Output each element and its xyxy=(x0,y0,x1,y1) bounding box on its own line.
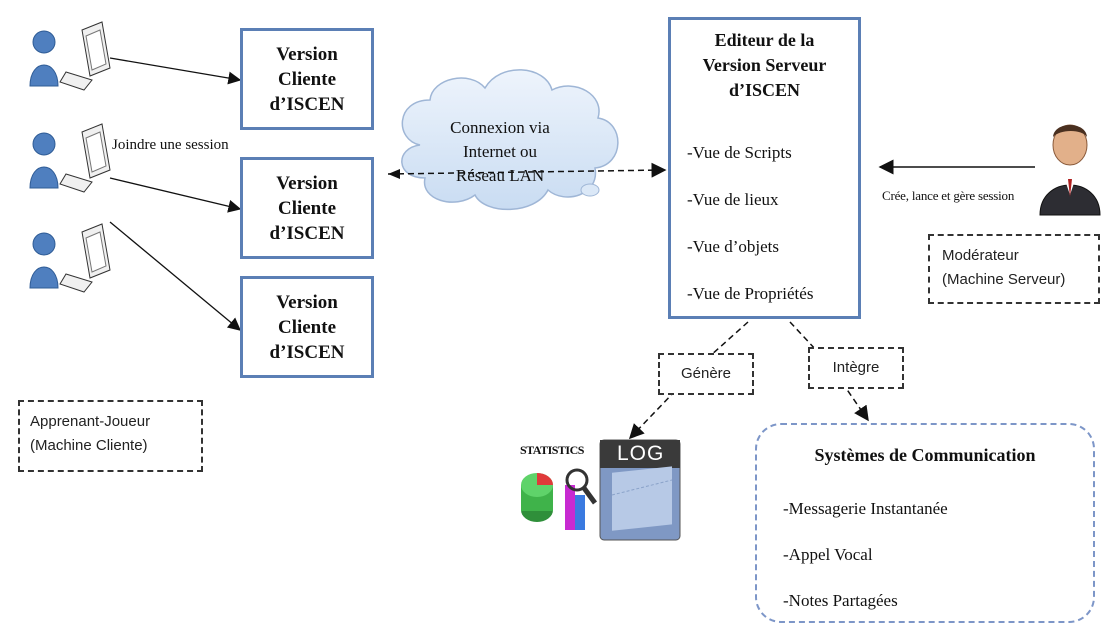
client-box-line1: Version xyxy=(276,291,338,313)
comm-item-shared-notes: -Notes Partagées xyxy=(783,591,898,610)
cloud-shape xyxy=(401,69,619,211)
learner-label-line2: (Machine Cliente) xyxy=(30,437,148,454)
server-view-objects: -Vue d’objets xyxy=(687,237,779,256)
communication-systems-box: Systèmes de Communication -Messagerie In… xyxy=(755,423,1095,623)
client-box-line1: Version xyxy=(276,172,338,194)
client-box-line3: d’ISCEN xyxy=(269,341,345,363)
client-box-line2: Cliente xyxy=(277,316,337,338)
client-box-line2: Cliente xyxy=(277,197,337,219)
server-title-line2: Version Serveur xyxy=(702,55,827,75)
cloud-line2: Internet ou xyxy=(462,142,538,161)
edge-network xyxy=(387,162,667,178)
moderator-action-label: Crée, lance et gère session xyxy=(882,188,1015,203)
learner-label-box: Apprenant-Joueur (Machine Cliente) xyxy=(18,400,203,472)
moderator-label-line2: (Machine Serveur) xyxy=(942,271,1066,288)
integrates-label: Intègre xyxy=(808,347,904,389)
edge-client1 xyxy=(109,57,242,85)
client-version-box-3: Version Cliente d’ISCEN xyxy=(240,276,374,378)
statistics-icon xyxy=(521,468,598,530)
client-box-line1: Version xyxy=(276,43,338,65)
communication-title: Systèmes de Communication xyxy=(814,445,1036,465)
moderator-icon xyxy=(1039,124,1101,216)
cloud-line3: Réseau LAN xyxy=(455,166,545,185)
log-icon xyxy=(599,439,681,541)
server-view-properties: -Vue de Propriétés xyxy=(687,284,814,303)
comm-item-instant-messaging: -Messagerie Instantanée xyxy=(783,499,948,518)
server-editor-box: Editeur de la Version Serveur d’ISCEN -V… xyxy=(668,17,861,319)
user-computer-icon-3 xyxy=(29,223,111,293)
cloud-label: Connexion via Internet ou Réseau LAN xyxy=(420,116,580,188)
server-title-line3: d’ISCEN xyxy=(728,80,801,100)
edge-client2 xyxy=(109,177,242,213)
client-version-box-1: Version Cliente d’ISCEN xyxy=(240,28,374,130)
edge-client3 xyxy=(109,221,241,331)
client-box-line2: Cliente xyxy=(277,68,337,90)
moderator-label-box: Modérateur (Machine Serveur) xyxy=(928,234,1100,304)
moderator-label-line1: Modérateur xyxy=(942,247,1019,264)
server-title-line1: Editeur de la xyxy=(714,30,815,50)
join-session-label: Joindre une session xyxy=(112,137,229,153)
server-view-places: -Vue de lieux xyxy=(687,190,779,209)
client-version-box-2: Version Cliente d’ISCEN xyxy=(240,157,374,259)
statistics-text: STATISTICS xyxy=(520,443,584,457)
generates-label: Génère xyxy=(658,353,754,395)
server-view-scripts: -Vue de Scripts xyxy=(687,143,792,162)
learner-label-line1: Apprenant-Joueur xyxy=(30,413,151,430)
comm-item-voice-call: -Appel Vocal xyxy=(783,545,873,564)
client-box-line3: d’ISCEN xyxy=(269,222,345,244)
user-computer-icon-2 xyxy=(29,123,111,193)
cloud-line1: Connexion via xyxy=(450,118,550,137)
log-text: LOG xyxy=(617,442,665,465)
edge-integrates xyxy=(789,321,869,422)
client-box-line3: d’ISCEN xyxy=(269,93,345,115)
user-computer-icon-1 xyxy=(29,21,111,91)
